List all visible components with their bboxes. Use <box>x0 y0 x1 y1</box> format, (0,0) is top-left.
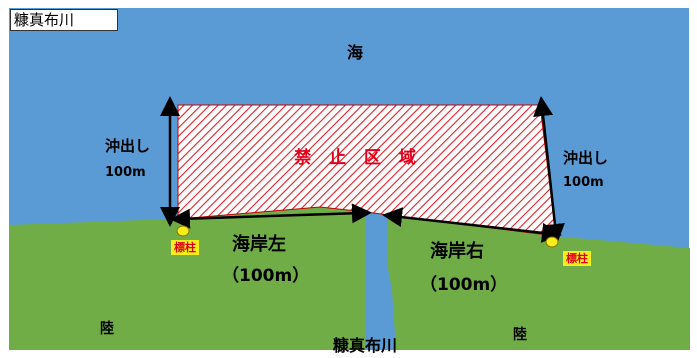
title-label: 糠真布川 <box>10 9 118 31</box>
prohibited-zone-label: 禁 止 区 域 <box>294 147 422 168</box>
offshore-right-label-1: 沖出し <box>563 149 608 167</box>
land-left-label: 陸 <box>100 320 114 337</box>
offshore-right-label-2: 100m <box>563 175 604 190</box>
shore-left-label-2: （100m） <box>222 265 309 286</box>
offshore-left-label-2: 100m <box>105 165 146 180</box>
offshore-left-label-1: 沖出し <box>105 137 150 155</box>
land-right <box>388 215 690 350</box>
shore-right-arrow <box>382 207 562 243</box>
shore-left-arrow <box>170 203 372 229</box>
shore-right-label-1: 海岸右 <box>430 240 484 262</box>
marker-right-label: 標柱 <box>563 251 591 266</box>
river-channel <box>366 212 396 350</box>
land-right-label: 陸 <box>513 326 527 343</box>
sea-label: 海 <box>347 43 363 62</box>
land-left <box>9 207 366 350</box>
shore-left-label-1: 海岸左 <box>232 233 286 255</box>
river-label: 糠真布川 <box>332 336 397 355</box>
shore-right-label-2: （100m） <box>420 274 507 295</box>
marker-left-label: 標柱 <box>171 240 199 255</box>
marker-right-post <box>545 236 559 248</box>
marker-left-post <box>176 225 190 237</box>
